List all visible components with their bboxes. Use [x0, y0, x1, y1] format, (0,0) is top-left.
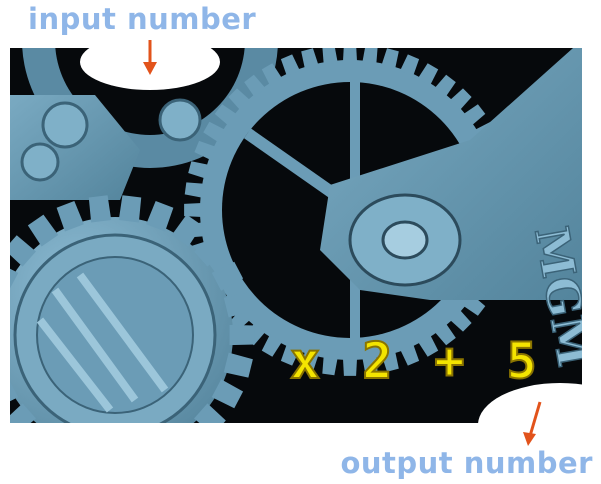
gear-tooth	[343, 44, 357, 62]
formula-text: x 2 + 5	[290, 332, 543, 390]
gear-tooth	[0, 353, 6, 378]
gear-tooth	[57, 439, 84, 469]
gear-tooth	[230, 325, 255, 345]
gear-tooth	[362, 45, 377, 65]
gear-tooth	[322, 45, 337, 65]
gear-tooth	[119, 448, 141, 475]
gear-tooth	[172, 424, 202, 456]
gear-tooth	[89, 195, 111, 222]
gear-tooth	[0, 292, 6, 317]
gear-tooth	[119, 195, 141, 222]
gear-tooth	[28, 424, 58, 456]
gear-tooth	[89, 448, 111, 475]
gear-tooth	[146, 439, 173, 469]
